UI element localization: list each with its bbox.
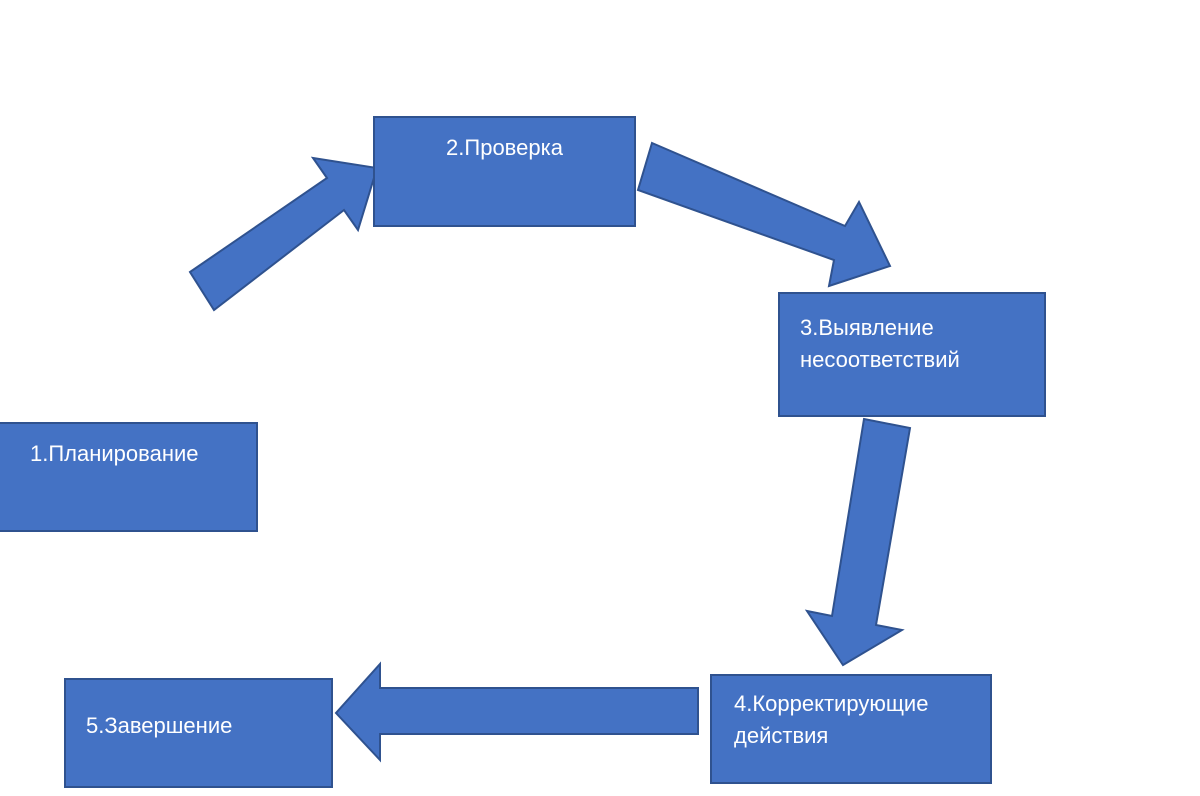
arrow-step3-to-step4 [804, 417, 912, 667]
step-label-corrective-actions: 4.Корректирующие действия [734, 691, 929, 748]
step-box-completion: 5.Завершение [64, 678, 333, 788]
step-label-planning: 1.Планирование [30, 441, 199, 466]
step-box-corrective-actions: 4.Корректирующие действия [710, 674, 992, 784]
step-label-completion: 5.Завершение [86, 713, 233, 738]
step-label-check: 2.Проверка [446, 135, 563, 160]
step-box-nonconformities: 3.Выявление несоответствий [778, 292, 1046, 417]
arrow-step4-to-step5 [334, 661, 699, 763]
step-box-check: 2.Проверка [373, 116, 636, 227]
step-label-nonconformities: 3.Выявление несоответствий [800, 315, 960, 372]
step-box-planning: 1.Планирование [0, 422, 258, 532]
arrow-step2-to-step3 [636, 141, 892, 288]
arrow-step1-to-step2 [188, 156, 379, 312]
